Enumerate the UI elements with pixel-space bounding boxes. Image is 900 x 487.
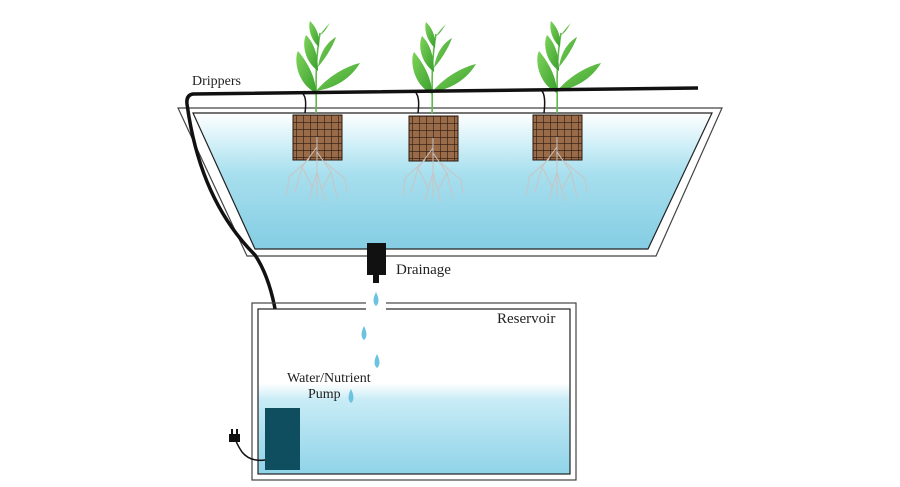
power-plug-icon <box>229 429 240 442</box>
pump <box>229 408 300 470</box>
water-drops <box>348 292 380 403</box>
reservoir-tank <box>251 300 577 481</box>
plant-2 <box>411 21 477 115</box>
label-drippers: Drippers <box>192 74 241 89</box>
plant-3 <box>536 20 602 114</box>
label-reservoir: Reservoir <box>497 311 556 327</box>
label-pump-line1: Water/Nutrient <box>287 371 371 386</box>
reservoir-water <box>258 309 570 474</box>
label-pump-line2: Pump <box>308 387 341 402</box>
drainage-outlet <box>367 243 386 283</box>
label-drainage: Drainage <box>396 262 451 278</box>
